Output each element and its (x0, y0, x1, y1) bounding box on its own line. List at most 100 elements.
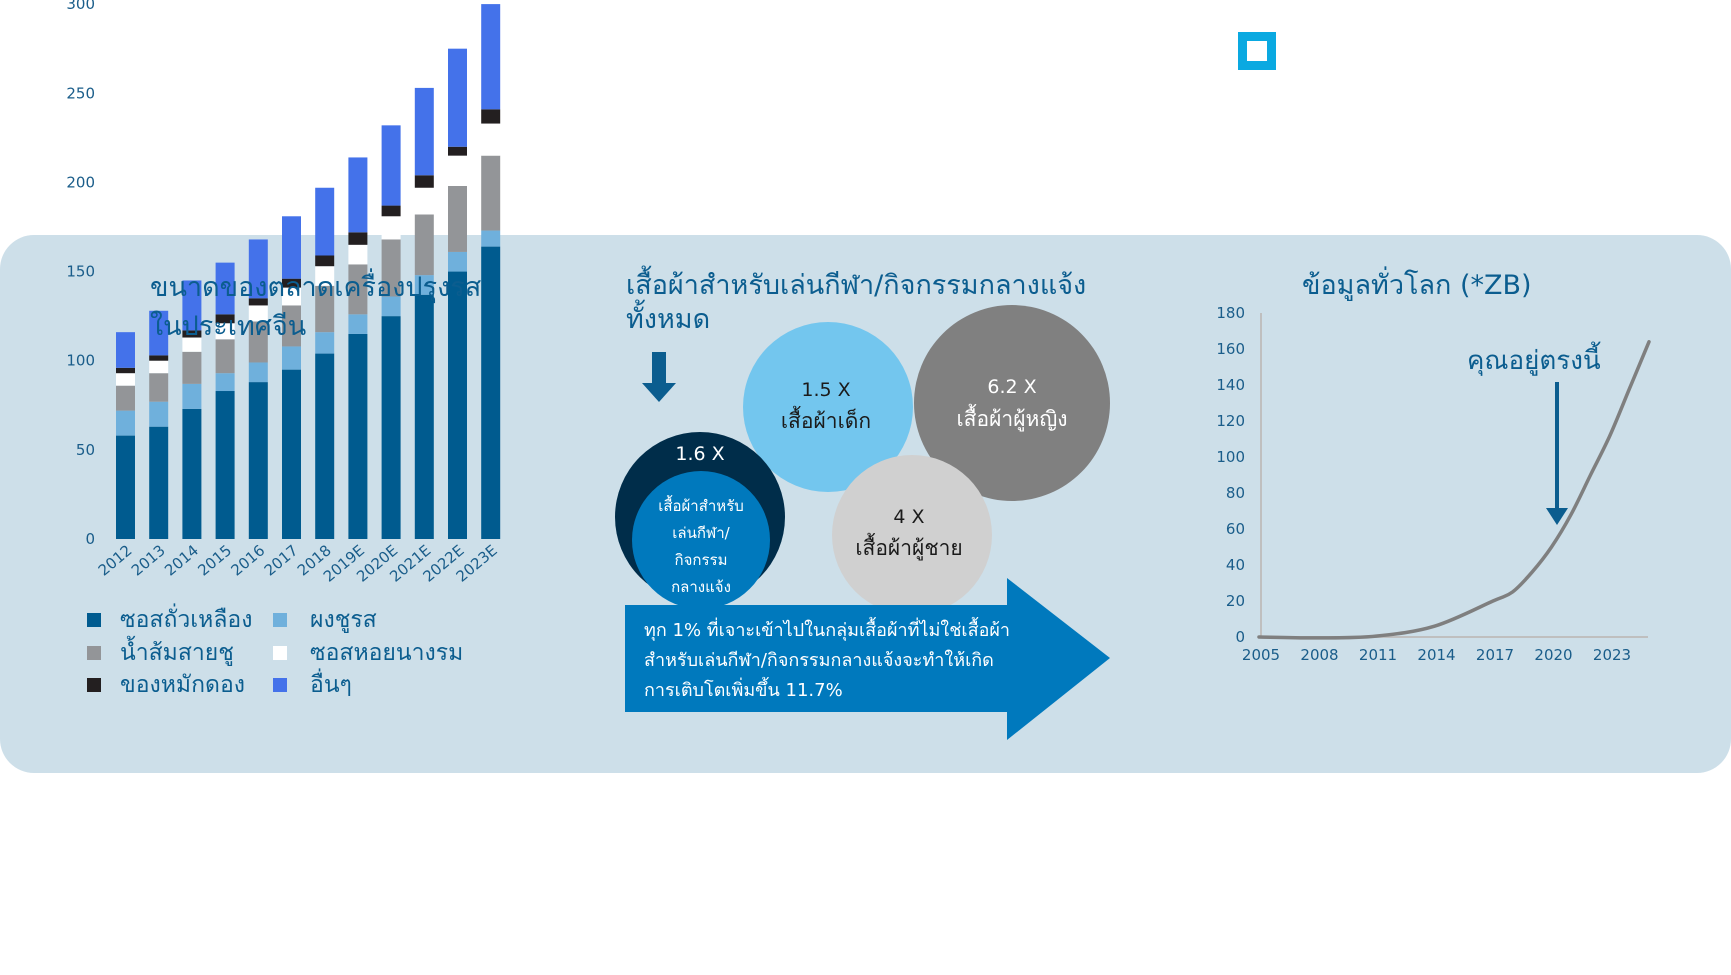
growth-text-line-1: ทุก 1% ที่เจาะเข้าไปในกลุ่มเสื้อผ้าที่ไม… (644, 620, 1011, 641)
sports-circle-label-2: เล่นกีฬา/ (672, 524, 730, 542)
x-tick-label: 2008 (1300, 646, 1338, 664)
bar-segment (448, 251, 467, 272)
bar-segment (481, 109, 501, 124)
bar-segment (448, 155, 467, 186)
men-circle-label: เสื้อผ้าผู้ชาย (855, 536, 963, 560)
kids-circle-value: 1.5 X (801, 379, 851, 401)
bar-segment (248, 298, 268, 306)
middle-title-line-1: เสื้อผ้าสำหรับเล่นกีฬา/กิจกรรมกลางแจ้ง (626, 270, 1087, 301)
growth-arrow-shape (625, 578, 1110, 740)
x-tick-label: 2020 (1534, 646, 1572, 664)
bar-segment (116, 385, 135, 411)
bar-segment (215, 391, 235, 539)
bar-segment (248, 239, 268, 299)
bar-segment (348, 314, 368, 334)
bar-segment (381, 296, 401, 317)
women-circle-label: เสื้อผ้าผู้หญิง (956, 407, 1068, 431)
bar-segment (348, 264, 368, 315)
bar-segment (149, 426, 169, 539)
legend-swatch-soy-sauce (87, 613, 101, 627)
y-tick-label: 50 (76, 441, 95, 459)
bar-segment (315, 255, 335, 267)
y-tick-label: 20 (1226, 592, 1245, 610)
bar-segment (149, 373, 169, 402)
y-tick-label: 40 (1226, 556, 1245, 574)
bar-segment (282, 278, 301, 288)
square-logo-icon (1238, 32, 1276, 70)
bar-segment (182, 351, 202, 384)
bar-segment (315, 332, 335, 354)
y-tick-label: 300 (66, 0, 95, 13)
legend-label-vinegar: น้ำส้มสายชู (120, 640, 234, 666)
men-circle-value: 4 X (893, 506, 925, 528)
x-tick-label: 2014 (1417, 646, 1455, 664)
bar-segment (182, 337, 202, 352)
bar-segment (282, 369, 301, 539)
sports-circle-label-3: กิจกรรม (674, 551, 728, 569)
bar-segment (481, 123, 501, 156)
y-tick-label: 80 (1226, 484, 1245, 502)
bar-segment (282, 346, 301, 370)
legend-swatch-msg (273, 613, 287, 627)
legend-swatch-oyster-sauce (273, 646, 287, 660)
bar-segment (182, 330, 202, 338)
x-tick-label: 2023 (1593, 646, 1631, 664)
bar-segment (282, 305, 301, 347)
sports-clothing-inner-circle (632, 471, 770, 609)
x-tick-label: 2015 (194, 541, 235, 579)
bar-segment (448, 271, 467, 539)
legend-label-others: อื่นๆ (310, 672, 352, 698)
bar-segment (481, 4, 501, 110)
legend-label-soy-sauce: ซอสถั่วเหลือง (120, 607, 253, 633)
x-tick-label: 2014 (161, 541, 202, 579)
bar-segment (315, 266, 335, 286)
y-tick-label: 100 (1216, 448, 1245, 466)
bar-segment (448, 146, 467, 156)
kids-clothing-circle (743, 322, 913, 492)
bar-segment (315, 187, 335, 256)
legend-swatch-others (273, 678, 287, 692)
bar-segment (116, 410, 135, 436)
bar-segment (215, 339, 235, 374)
middle-graphics (615, 305, 1110, 740)
bar-segment (414, 187, 434, 215)
growth-text-line-3: การเติบโตเพิ่มขึ้น 11.7% (644, 680, 843, 701)
bar-segment (248, 321, 268, 363)
kids-circle-label: เสื้อผ้าเด็ก (780, 409, 872, 433)
data-growth-line (1257, 340, 1651, 640)
bar-segment (381, 216, 401, 240)
legend-swatch-vinegar (87, 646, 101, 660)
bar-segment (116, 332, 135, 368)
bar-segment (381, 239, 401, 297)
bar-segment (348, 333, 368, 539)
women-circle-value: 6.2 X (987, 376, 1037, 398)
bar-segment (414, 87, 434, 176)
bar-segment (282, 287, 301, 306)
womens-clothing-circle (914, 305, 1110, 501)
bar-segment (215, 262, 235, 315)
y-tick-label: 250 (66, 84, 95, 102)
legend-label-pickles: ของหมักดอง (120, 672, 245, 698)
y-tick-label: 140 (1216, 376, 1245, 394)
y-tick-label: 200 (66, 173, 95, 191)
legend-label-oyster-sauce: ซอสหอยนางรม (310, 640, 464, 666)
left-chart-title-line-1: ขนาดของตลาดเครื่องปรุงรส (150, 272, 482, 303)
bar-segment (215, 323, 235, 340)
x-tick-label: 2016 (228, 541, 269, 579)
bar-segment (381, 125, 401, 206)
bar-segment (348, 157, 368, 233)
bar-segment (149, 355, 169, 361)
sports-circle-value: 1.6 X (675, 443, 725, 465)
bar-segment (348, 232, 368, 245)
x-tick-label: 2017 (1476, 646, 1514, 664)
x-tick-label: 2012 (95, 541, 136, 579)
x-tick-label: 2011 (1359, 646, 1397, 664)
bar-segment (149, 310, 169, 356)
you-are-here-arrow-head (1546, 508, 1568, 525)
y-tick-label: 0 (85, 530, 95, 548)
growth-text-line-2: สำหรับเล่นกีฬา/กิจกรรมกลางแจ้งจะทำให้เกิ… (644, 650, 994, 671)
bar-segment (414, 275, 434, 295)
bar-segment (116, 373, 135, 386)
